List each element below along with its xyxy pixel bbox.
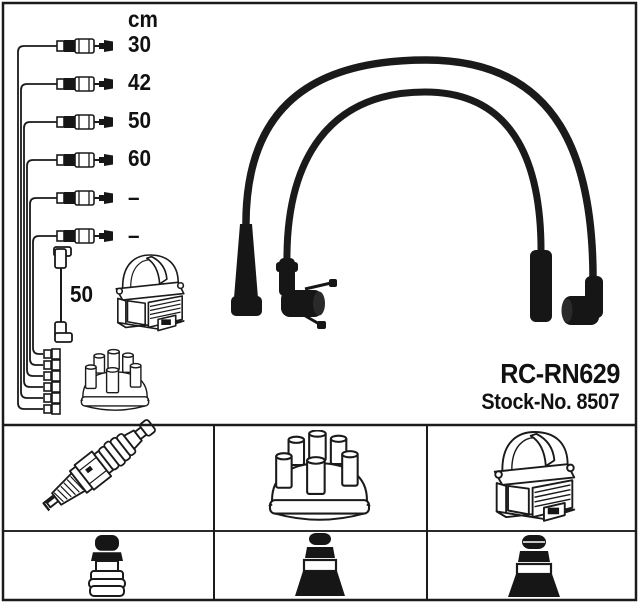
inner-cable: [283, 88, 545, 270]
length-value-5: –: [128, 184, 140, 210]
spark-plug-icon: [35, 411, 163, 521]
inner-right-boot: [530, 250, 552, 322]
length-value-1: 30: [128, 31, 152, 57]
outer-right-elbow-boot: [561, 276, 603, 325]
stock-number: Stock-No. 8507: [481, 389, 620, 414]
length-unit-header: cm: [128, 6, 158, 32]
coil-boot-black-icon: [508, 535, 560, 597]
legend-row1: [35, 411, 576, 522]
length-value-2: 42: [128, 69, 152, 95]
plug-boot-white-icon: [88, 535, 126, 597]
inner-left-elbow-boot: [276, 258, 337, 329]
coil-wire: [53, 246, 73, 343]
ignition-coil-sketch-small: [115, 254, 185, 332]
coil-wire-length-label: 50: [70, 281, 94, 307]
outer-cable: [242, 56, 597, 288]
cable-length-diagram: [17, 38, 185, 415]
cable-photo: [231, 56, 603, 329]
cable-connectors: [56, 38, 114, 244]
length-value-6: –: [128, 222, 140, 248]
legend-row2: [88, 533, 560, 597]
terminal-stack: [43, 348, 61, 415]
distributor-cap-sketch-small: [80, 348, 150, 411]
distributor-cap-icon: [267, 430, 372, 521]
length-value-4: 60: [128, 145, 152, 171]
cable-routing-wires: [17, 45, 57, 410]
outer-left-boot: [231, 224, 262, 316]
ignition-coil-icon: [493, 431, 576, 522]
distributor-boot-black-icon: [295, 533, 345, 596]
length-value-3: 50: [128, 107, 152, 133]
product-code: RC-RN629: [500, 358, 620, 389]
